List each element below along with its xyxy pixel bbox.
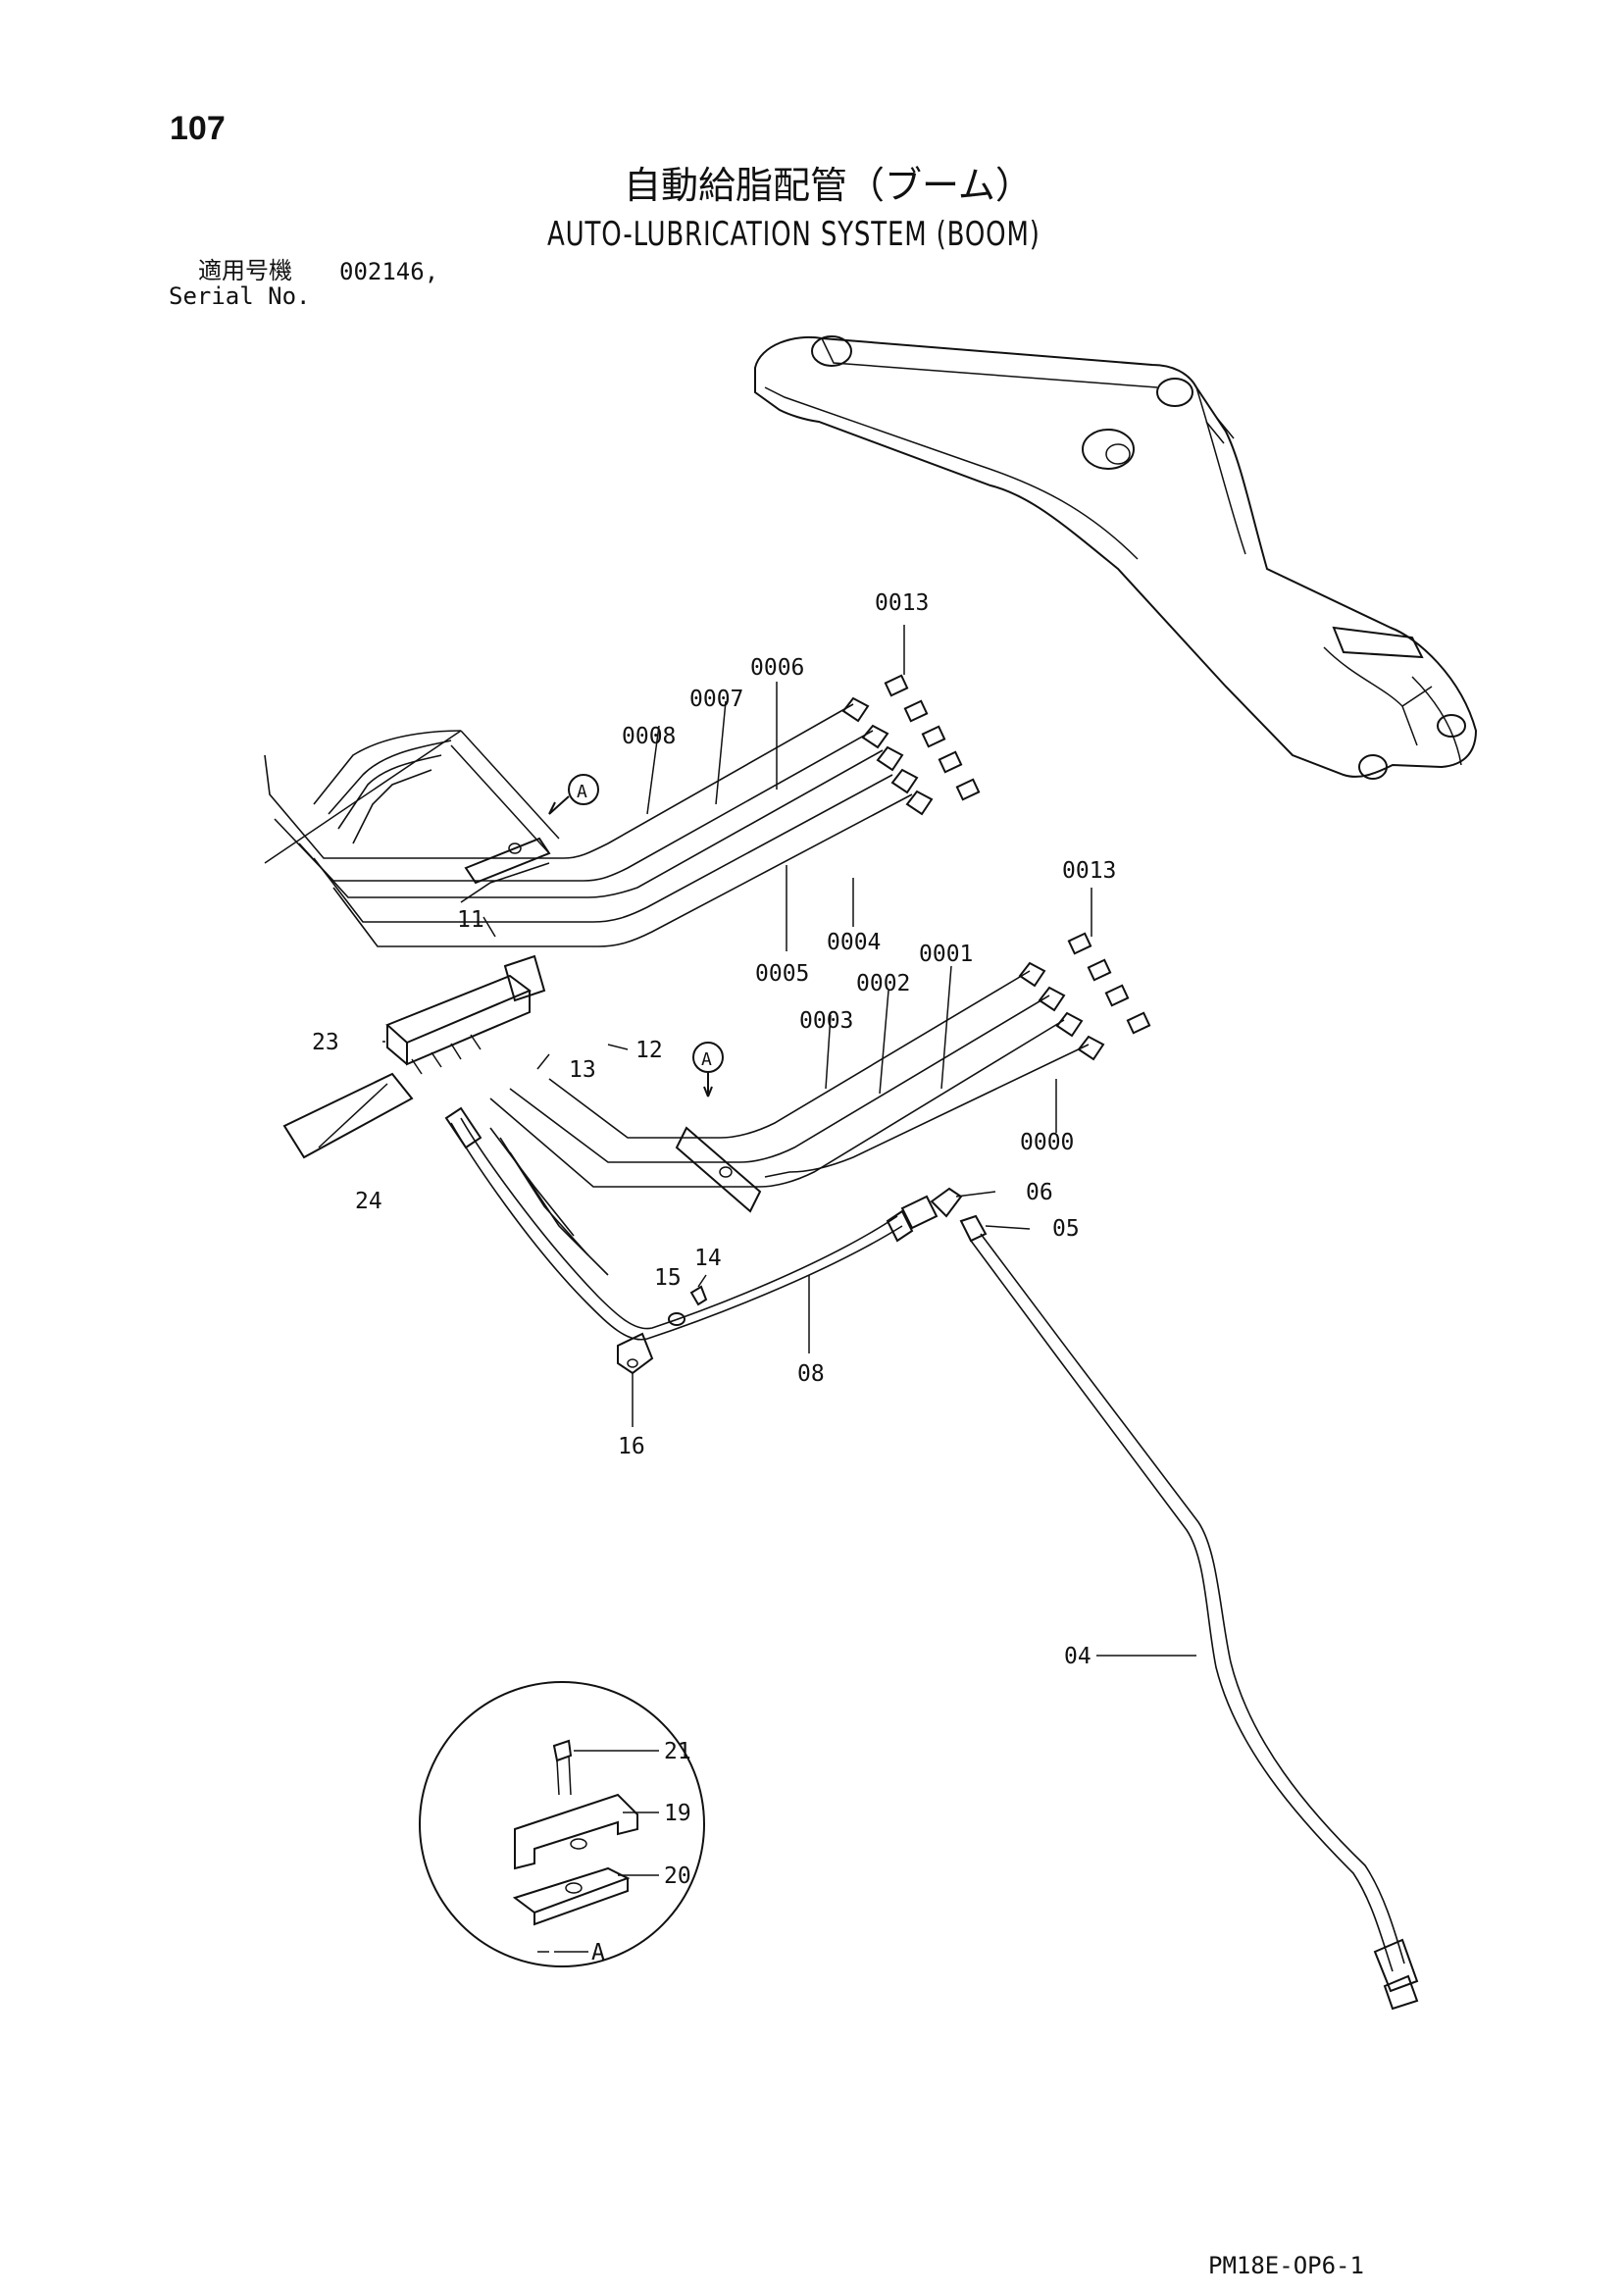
boom-illustration [754, 335, 1478, 780]
lower-pipe-bundle [489, 932, 1151, 1276]
view-marker-a-upper [548, 774, 599, 815]
callout-0001: 0001 [919, 942, 973, 967]
callout-08: 08 [797, 1361, 825, 1387]
callout-0008: 0008 [622, 724, 676, 749]
callout-06: 06 [1026, 1180, 1053, 1205]
callout-15: 15 [654, 1265, 682, 1291]
document-code: PM18E-OP6-1 [1208, 2252, 1364, 2279]
leader-lines [382, 625, 1196, 1953]
callout-0002: 0002 [856, 971, 910, 996]
view-a-label-upper: A [577, 782, 587, 802]
serial-number-value: 002146, [339, 258, 439, 285]
callout-0005: 0005 [755, 961, 809, 987]
callout-0013-upper: 0013 [875, 590, 929, 616]
serial-label-japanese: 適用号機 [198, 257, 292, 284]
callout-20: 20 [664, 1863, 691, 1889]
page-number: 107 [170, 110, 226, 147]
callout-12: 12 [635, 1038, 663, 1063]
callout-16: 16 [618, 1434, 645, 1459]
callout-0004: 0004 [827, 930, 881, 955]
callout-0003: 0003 [799, 1008, 853, 1034]
supply-pipe-08 [444, 1106, 988, 1375]
detail-a-label: A [591, 1940, 605, 1965]
callout-04: 04 [1064, 1644, 1091, 1669]
serial-label-english: Serial No. [169, 282, 311, 310]
hose-04 [970, 1233, 1419, 2011]
title-english: AUTO-LUBRICATION SYSTEM (BOOM) [547, 215, 1040, 254]
plug-caps-upper [884, 674, 981, 801]
upper-pipe-bundle [264, 674, 981, 947]
callout-0006: 0006 [750, 655, 804, 681]
callout-14: 14 [694, 1246, 722, 1271]
plug-caps-lower [1067, 932, 1151, 1035]
callout-05: 05 [1052, 1216, 1080, 1242]
callout-11: 11 [457, 907, 484, 933]
callout-13: 13 [569, 1057, 596, 1083]
title-japanese: 自動給脂配管（ブーム） [624, 164, 1033, 207]
callout-21: 21 [664, 1739, 691, 1764]
callout-19: 19 [664, 1801, 691, 1826]
callout-0013-lower: 0013 [1062, 858, 1116, 884]
view-a-label-lower: A [701, 1049, 712, 1070]
callout-24: 24 [355, 1189, 382, 1214]
view-marker-a-lower [692, 1042, 724, 1097]
callout-0007: 0007 [689, 687, 743, 712]
distributor-block [282, 954, 546, 1159]
callout-0000: 0000 [1020, 1130, 1074, 1155]
detail-view-a [419, 1681, 705, 1967]
callout-23: 23 [312, 1030, 339, 1055]
